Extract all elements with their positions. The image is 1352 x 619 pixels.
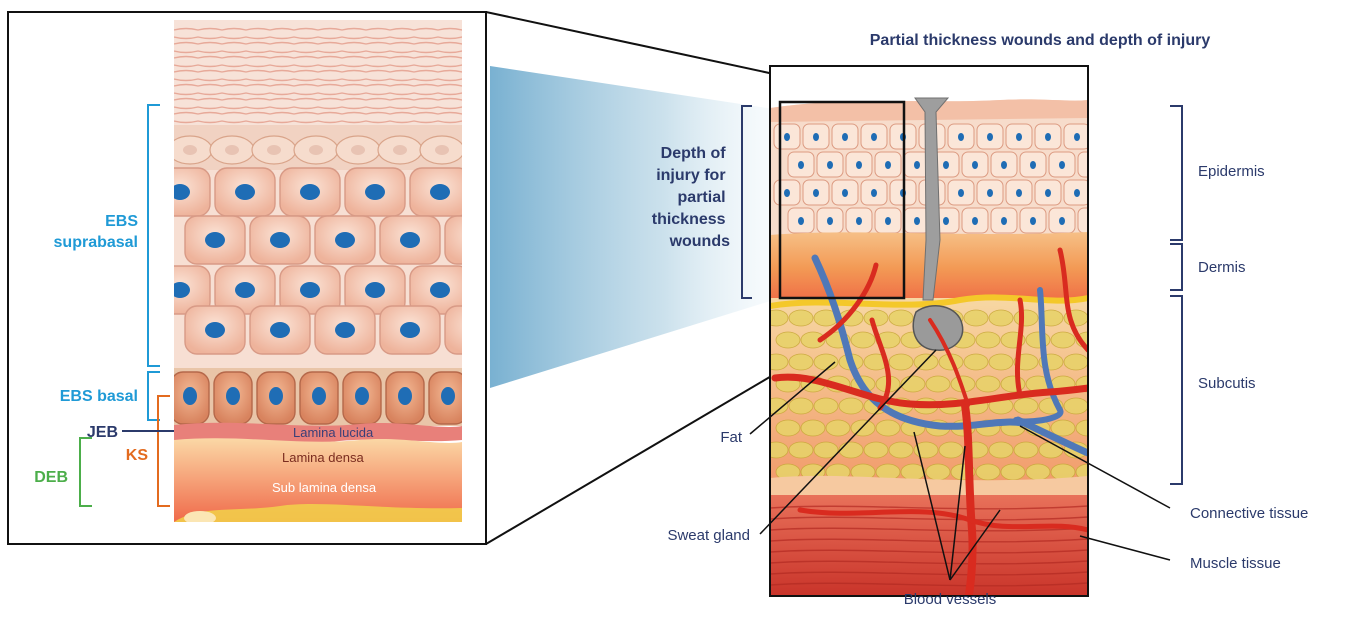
ebs-basal-label: EBS basal [60, 388, 138, 405]
left-zoom-panel: Lamina lucida Lamina densa Sub lamina de… [8, 12, 505, 544]
jeb-label: JEB [87, 424, 118, 441]
muscle-tissue-label: Muscle tissue [1190, 555, 1281, 572]
dermis-label: Dermis [1198, 259, 1246, 276]
epidermis-label: Epidermis [1198, 163, 1265, 180]
diagram-title: Partial thickness wounds and depth of in… [870, 32, 1211, 49]
skin-cross-section [764, 66, 1130, 600]
ks-label: KS [126, 447, 149, 464]
blood-vessels-label: Blood vessels [904, 591, 997, 608]
epidermis-bracket [1170, 106, 1182, 240]
deb-label: DEB [34, 469, 68, 486]
subcutis-bracket [1170, 296, 1182, 484]
zoom-beam [490, 66, 780, 388]
subcutis-label: Subcutis [1198, 375, 1256, 392]
lamina-lucida-label: Lamina lucida [293, 425, 374, 440]
muscle-tissue-leader [1080, 536, 1170, 560]
lamina-densa-label: Lamina densa [282, 450, 364, 465]
fat-label: Fat [720, 429, 743, 446]
sweat-gland-label: Sweat gland [667, 527, 750, 544]
dermis-bracket [1170, 244, 1182, 290]
ebs-suprabasal-label-2: suprabasal [54, 234, 138, 251]
connective-tissue-label: Connective tissue [1190, 505, 1308, 522]
ebs-suprabasal-label-1: EBS [105, 213, 138, 230]
sub-lamina-densa-label: Sub lamina densa [272, 480, 377, 495]
